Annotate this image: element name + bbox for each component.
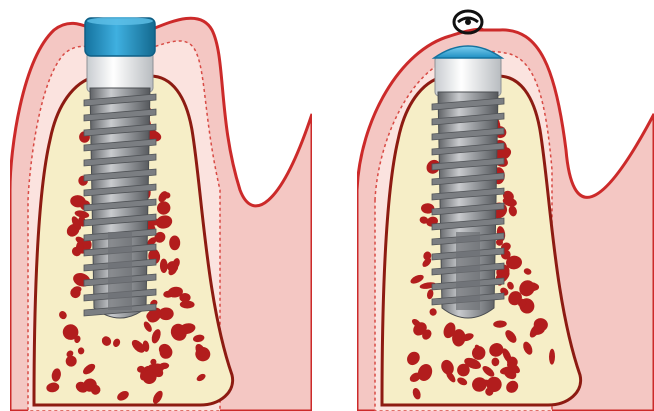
dental-implant [432,56,504,318]
implant-slot [456,232,480,310]
marrow-spot [169,236,180,251]
panel-left [10,17,312,411]
healing-cap [85,17,155,56]
implant-slot [108,232,132,310]
suture-knot-center [465,19,471,25]
implant-collar [87,52,153,92]
cap-top-highlight [87,17,153,25]
implant-collar [435,56,501,96]
dental-implant [84,52,156,318]
panel-right [357,11,654,411]
